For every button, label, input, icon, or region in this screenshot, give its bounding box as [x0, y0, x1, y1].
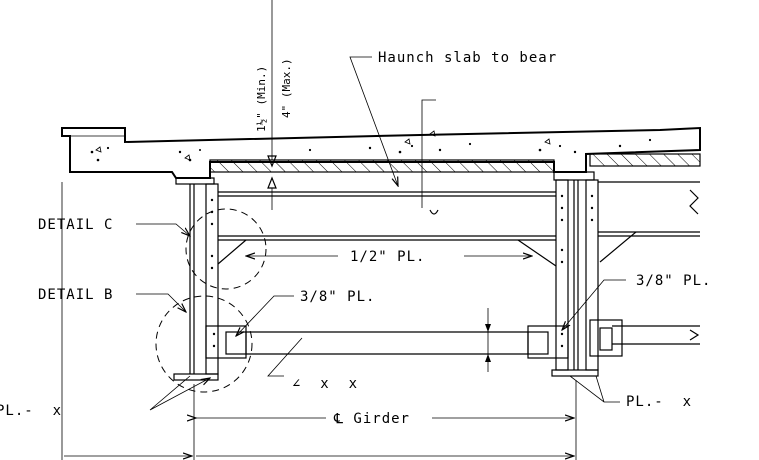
half-inch-plate-label: 1/2" PL.: [350, 249, 425, 265]
girder-spacing-dimension: [61, 182, 577, 460]
max-dimension-label: 4" (Max.): [280, 58, 293, 118]
min-dimension-label: 1½" (Min.): [255, 66, 268, 132]
angle-size-label: ∠ x x: [292, 376, 358, 392]
detail-b-label: DETAIL B: [38, 287, 113, 303]
haunch-note-label: Haunch slab to bear: [378, 50, 557, 66]
three-eighths-plate-right-label: 3/8" PL.: [636, 273, 711, 289]
detail-c-circle: [185, 208, 267, 290]
three-eighths-plate-left-label: 3/8" PL.: [300, 289, 375, 305]
detail-c-label: DETAIL C: [38, 217, 113, 233]
centerline-mark: [429, 209, 439, 215]
bottom-strut: [205, 325, 569, 359]
center-right-girder: [551, 171, 599, 377]
haunch-strip-right: [589, 153, 701, 167]
plate-left-label: PL.- x: [0, 403, 62, 419]
left-girder: [173, 177, 219, 381]
girder-centerline-label: ℄ Girder: [333, 411, 410, 427]
strut-depth-dimension: [485, 308, 491, 372]
haunch-strip-center: [209, 159, 555, 173]
detail-b-circle: [155, 295, 253, 393]
top-strut: [218, 191, 556, 197]
diaphragm-plate: [217, 235, 557, 267]
adjacent-girder-right: [585, 179, 700, 371]
haunch-dimension: [267, 0, 277, 210]
leader-lines: [136, 56, 626, 411]
plate-right-label: PL.- x: [626, 394, 692, 410]
